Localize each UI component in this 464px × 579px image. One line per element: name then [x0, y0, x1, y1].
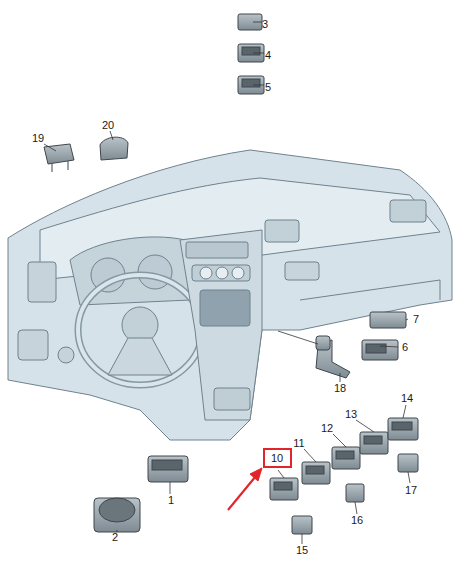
callout-number: 2 [112, 531, 118, 543]
callout-number: 14 [401, 392, 413, 404]
callout-number: 11 [293, 437, 304, 449]
highlight-box: 10 [263, 448, 292, 468]
callout-number: 4 [265, 49, 271, 61]
callout-number: 10 [271, 452, 284, 464]
callout-number: 1 [168, 494, 174, 506]
callout-number: 6 [402, 341, 408, 353]
callout-number: 16 [351, 514, 363, 526]
callout-number: 18 [334, 382, 346, 394]
callout-number: 17 [405, 484, 417, 496]
callout-number: 20 [102, 119, 114, 131]
callout-number: 5 [265, 81, 271, 93]
callout-number: 19 [32, 132, 44, 144]
callout-number: 3 [262, 18, 268, 30]
callout-number: 7 [413, 313, 419, 325]
callout-number: 15 [296, 544, 308, 556]
callout-number: 12 [321, 422, 333, 434]
callout-number: 13 [345, 408, 357, 420]
